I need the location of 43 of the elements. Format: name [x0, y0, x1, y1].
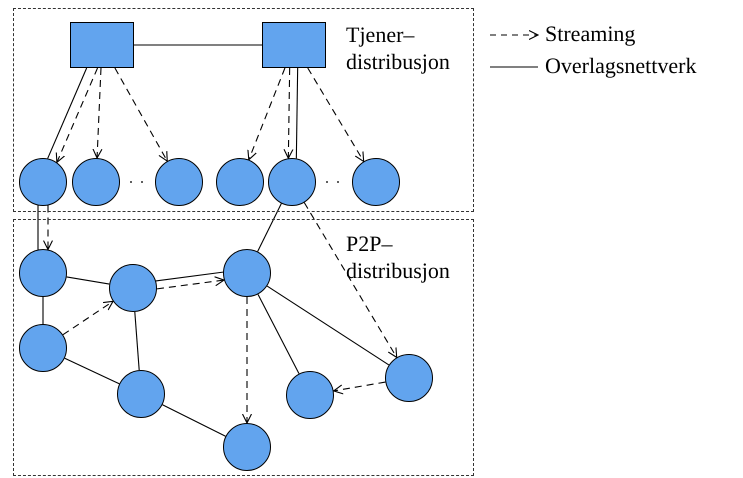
server-box: [262, 22, 326, 68]
legend-label: Streaming: [545, 21, 636, 47]
connector-line: [42, 297, 44, 324]
arrow: [42, 205, 54, 250]
arrow: [242, 297, 252, 424]
connector-line: [47, 68, 88, 159]
peer-circle: [222, 248, 271, 297]
peer-circle: [352, 158, 400, 206]
arrow: [56, 68, 98, 163]
connector-line: [37, 205, 39, 250]
connector-line: [134, 312, 140, 370]
connector-line: [134, 44, 262, 46]
connector-line: [64, 358, 120, 384]
server-box: [70, 22, 134, 68]
dashed-region-frame: [13, 8, 474, 212]
peer-circle: [108, 264, 157, 312]
region-label: Tjener– distribusjon: [346, 21, 451, 75]
arrow: [114, 68, 168, 162]
arrow: [247, 68, 286, 160]
connector-line: [296, 68, 298, 158]
connector-line: [258, 294, 300, 374]
arrow: [304, 202, 398, 358]
connector-line: [257, 203, 282, 252]
connector-line: [266, 286, 390, 366]
peer-circle: [216, 158, 264, 206]
connector-line: [156, 272, 224, 282]
dashed-region-frame: [13, 219, 474, 476]
connector-line: [162, 404, 226, 437]
peer-circle: [18, 158, 67, 206]
connector-line: [66, 276, 110, 285]
peer-circle: [222, 422, 271, 471]
peer-circle: [286, 370, 334, 419]
arrow: [307, 68, 364, 162]
arrow: [333, 382, 386, 394]
arrow: [283, 68, 294, 159]
region-label: P2P– distribusjon: [346, 230, 451, 284]
peer-circle: [154, 158, 203, 206]
arrow: [92, 68, 102, 159]
arrow: [156, 276, 225, 290]
peer-circle: [384, 354, 433, 402]
arrow: [62, 300, 114, 336]
legend-label: Overlagsnettverk: [545, 53, 696, 79]
peer-circle: [116, 370, 165, 418]
